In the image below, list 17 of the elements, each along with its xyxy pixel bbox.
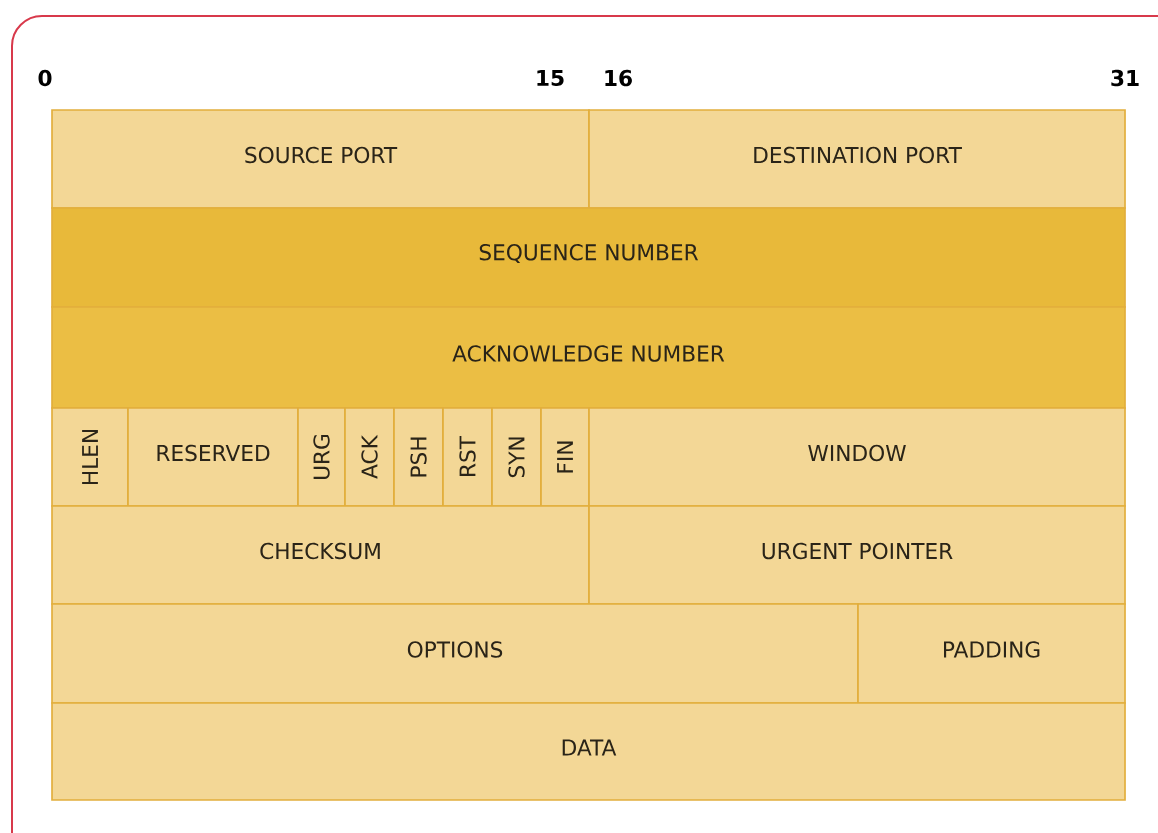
bit-number: 15 xyxy=(537,69,564,87)
field-cell: URGENT POINTER xyxy=(588,505,1126,605)
field-cell: ACKNOWLEDGE NUMBER xyxy=(51,306,1126,409)
field-cell: FIN xyxy=(540,407,590,507)
field-cell: PSH xyxy=(393,407,444,507)
field-cell: SEQUENCE NUMBER xyxy=(51,207,1126,308)
field-cell: HLEN xyxy=(51,407,129,507)
bit-number: 31 xyxy=(1111,69,1139,87)
field-cell: PADDING xyxy=(857,603,1126,704)
bit-number: 0 xyxy=(38,69,52,87)
field-cell: RST xyxy=(442,407,493,507)
field-cell: SYN xyxy=(491,407,542,507)
field-cell: URG xyxy=(297,407,346,507)
field-cell: DESTINATION PORT xyxy=(588,109,1126,209)
bit-number: 16 xyxy=(605,69,632,87)
field-cell: ACK xyxy=(344,407,395,507)
field-cell: SOURCE PORT xyxy=(51,109,590,209)
